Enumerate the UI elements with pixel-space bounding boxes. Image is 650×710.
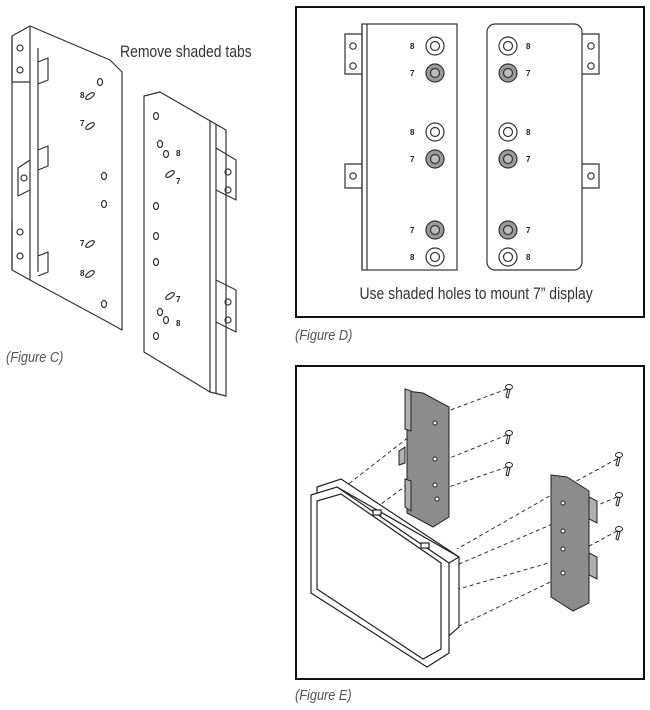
figure-c-label-7b: 7 (80, 239, 85, 248)
screw-4 (615, 452, 623, 467)
figure-d-note: Use shaded holes to mount 7” display (357, 284, 596, 304)
figure-d-left-label-7b: 7 (410, 155, 415, 164)
figure-e-frame (295, 365, 645, 680)
figure-d-left-label-7a: 7 (410, 69, 415, 78)
figure-d-frame: 8 7 8 7 7 8 8 7 8 7 7 8 Use shaded holes… (295, 6, 645, 318)
figure-d-left-label-8a: 8 (410, 42, 415, 51)
figure-d-caption: (Figure D) (295, 327, 353, 344)
figure-c-label-8c: 8 (176, 149, 181, 158)
figure-c-label-8a: 8 (80, 91, 85, 100)
screws (505, 384, 623, 541)
left-bracket (398, 388, 450, 528)
figure-c-label-7c: 7 (176, 177, 181, 186)
figure-c-label-7d: 7 (176, 295, 181, 304)
figure-d-drawing: 8 7 8 7 7 8 8 7 8 7 7 8 (344, 23, 600, 271)
figure-c-label-8b: 8 (80, 269, 85, 278)
figure-d-right-label-8a: 8 (526, 42, 531, 51)
right-bracket (550, 474, 598, 612)
screw-3 (505, 462, 513, 477)
figure-c-label-8d: 8 (176, 319, 181, 328)
figure-e-drawing (310, 384, 623, 668)
figure-d-right-label-8c: 8 (526, 253, 531, 262)
display-unit (310, 478, 460, 668)
figure-c-drawing: 8 7 7 8 8 7 7 8 (11, 25, 237, 397)
figure-d-right-label-7b: 7 (526, 155, 531, 164)
screw-5 (615, 492, 623, 507)
figure-d-left-label-8b: 8 (410, 128, 415, 137)
screw-6 (615, 526, 623, 541)
screw-1 (505, 384, 513, 399)
figure-e-caption: (Figure E) (295, 687, 352, 704)
figure-d-left-label-7c: 7 (410, 226, 415, 235)
figure-c-caption: (Figure C) (6, 349, 64, 366)
figure-d-right-label-7a: 7 (526, 69, 531, 78)
figure-d-right-label-8b: 8 (526, 128, 531, 137)
figure-c-note: Remove shaded tabs (120, 42, 252, 61)
figure-d-right-label-7c: 7 (526, 226, 531, 235)
screw-2 (505, 430, 513, 445)
figure-d-left-label-8c: 8 (410, 253, 415, 262)
figure-c-label-7a: 7 (80, 119, 85, 128)
figure-c: Remove shaded tabs (0, 0, 290, 400)
